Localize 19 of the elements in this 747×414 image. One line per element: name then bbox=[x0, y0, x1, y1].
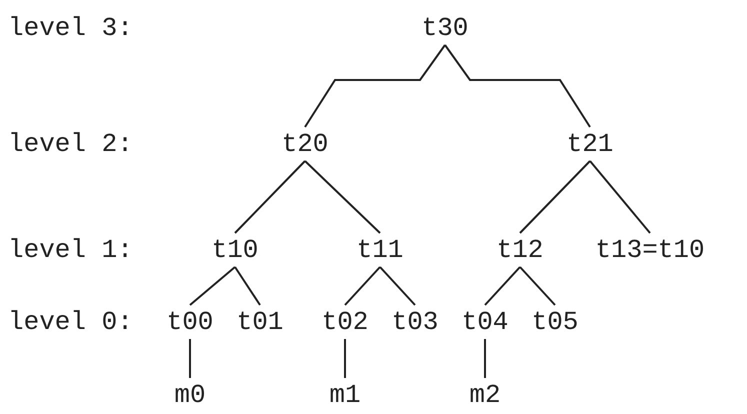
level-label: level 0: bbox=[8, 309, 133, 335]
tree-branch-line bbox=[344, 339, 346, 378]
tree-branch-line bbox=[304, 160, 381, 234]
tree-branch-line bbox=[189, 266, 236, 306]
tree-branch-line bbox=[234, 160, 306, 234]
tree-branch-line bbox=[484, 339, 486, 378]
tree-branch-line bbox=[589, 160, 651, 234]
tree-branch-line bbox=[304, 44, 446, 128]
tree-branch-line bbox=[379, 266, 416, 306]
tree-branch-line bbox=[519, 266, 556, 306]
tree-branch-line bbox=[444, 44, 591, 128]
level-label: level 3: bbox=[8, 15, 133, 41]
tree-branch-line bbox=[189, 339, 191, 378]
level-label: level 1: bbox=[8, 237, 133, 263]
tree-branch-line bbox=[519, 160, 591, 234]
level-label: level 2: bbox=[8, 131, 133, 157]
tree-branch-line bbox=[234, 266, 261, 306]
tree-branch-line bbox=[344, 266, 381, 306]
tree-branch-line bbox=[484, 266, 521, 306]
